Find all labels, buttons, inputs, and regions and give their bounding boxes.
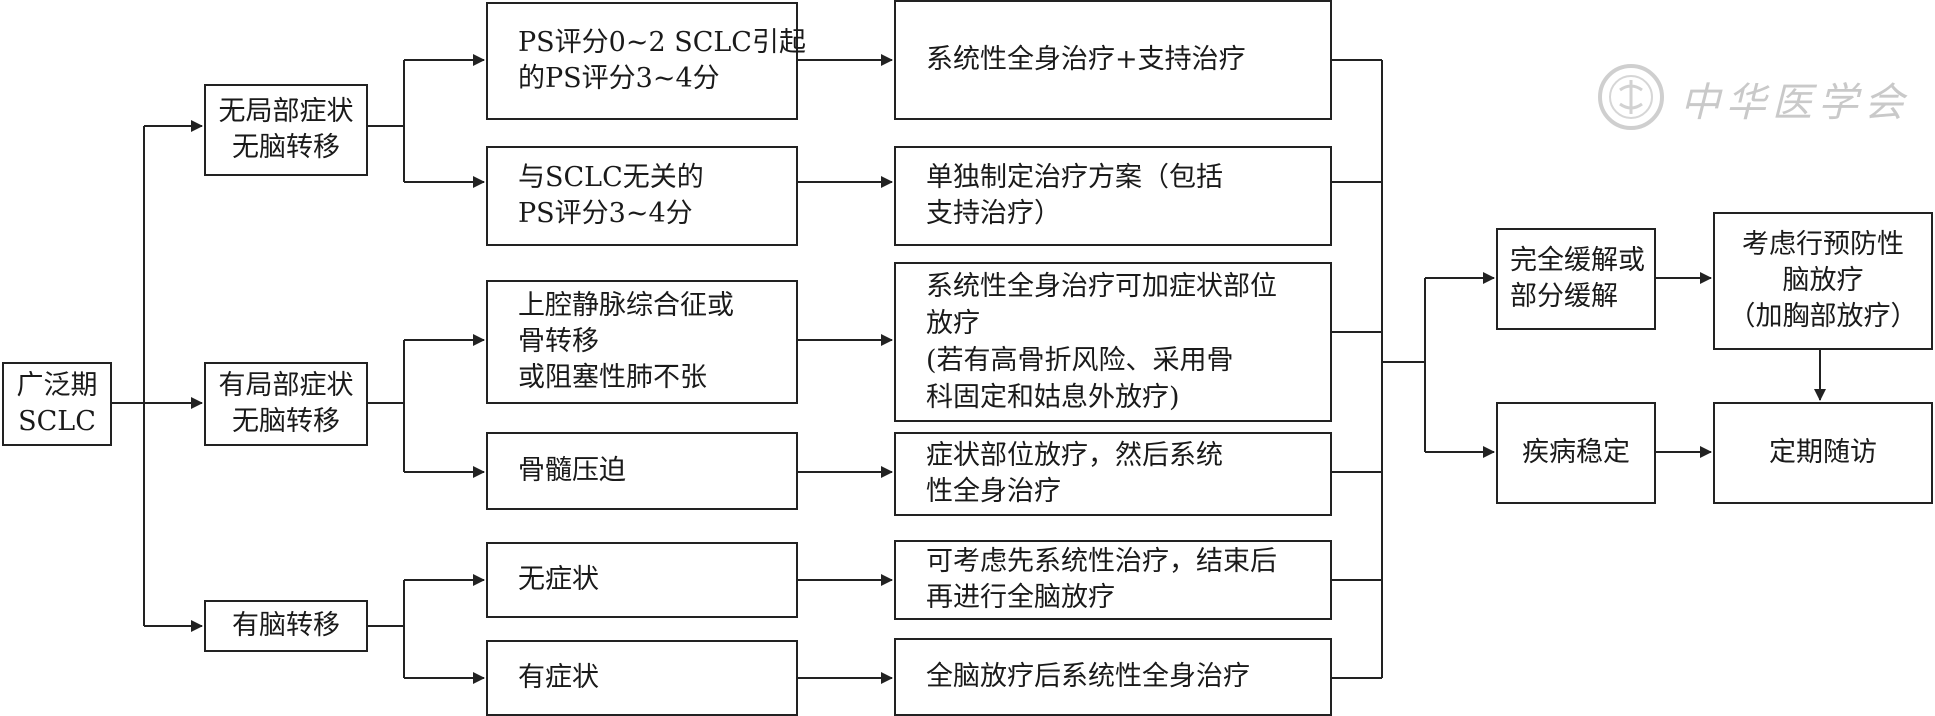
node-line: 性全身治疗 [926, 476, 1061, 507]
node-line: 骨转移 [518, 326, 599, 357]
treatment-systemic-then-brain-rt-node: 可考虑先系统性治疗，结束后 再进行全脑放疗 [894, 540, 1332, 620]
node-line: 无脑转移 [232, 132, 340, 163]
treatment-systemic-plus-rt-node: 系统性全身治疗可加症状部位 放疗 (若有高骨折风险、采用骨 科固定和姑息外放疗) [894, 262, 1332, 422]
next-followup-node: 定期随访 [1713, 402, 1933, 504]
node-line: 的PS评分3~4分 [518, 63, 720, 94]
condition-ps-3-4-node: 与SCLC无关的 PS评分3~4分 [486, 146, 798, 246]
watermark-text: 中华医学会 [1680, 80, 1910, 126]
condition-spinal-compression-node: 骨髓压迫 [486, 432, 798, 510]
local-symptoms-node: 有局部症状 无脑转移 [204, 362, 368, 446]
node-line: 骨髓压迫 [518, 455, 626, 486]
condition-ps-0-2-node: PS评分0~2 SCLC引起 的PS评分3~4分 [486, 2, 806, 120]
node-line: 上腔静脉综合征或 [518, 290, 734, 321]
node-line: 有局部症状 [218, 370, 354, 401]
treatment-individual-plan-node: 单独制定治疗方案（包括 支持治疗） [894, 146, 1332, 246]
node-line: 无症状 [518, 564, 599, 595]
watermark-logo: 中华医学会 [1590, 58, 1930, 138]
node-line: 症状部位放疗，然后系统 [926, 440, 1223, 471]
node-line: PS评分0~2 SCLC引起 [518, 27, 806, 58]
root-node: 广泛期 SCLC [2, 362, 112, 446]
node-line: 系统性全身治疗可加症状部位 [926, 271, 1277, 302]
node-line: 单独制定治疗方案（包括 [926, 162, 1223, 193]
node-line: PS评分3~4分 [518, 198, 693, 229]
root-node-line: 广泛期 [16, 370, 98, 401]
node-line: 与SCLC无关的 [518, 162, 704, 193]
node-line: 脑放疗 [1782, 265, 1864, 296]
condition-symptomatic-node: 有症状 [486, 640, 798, 716]
node-line: 考虑行预防性 [1742, 229, 1904, 260]
node-line: 部分缓解 [1510, 281, 1618, 312]
next-pci-node: 考虑行预防性 脑放疗 （加胸部放疗） [1713, 212, 1933, 350]
no-local-symptoms-node: 无局部症状 无脑转移 [204, 84, 368, 176]
outcome-stable-node: 疾病稳定 [1496, 402, 1656, 504]
node-line: 无脑转移 [232, 406, 340, 437]
node-line: 科固定和姑息外放疗) [926, 382, 1180, 413]
node-line: 无局部症状 [218, 96, 354, 127]
node-line: 疾病稳定 [1522, 437, 1630, 468]
node-line: 系统性全身治疗+支持治疗 [926, 44, 1246, 75]
node-line: 支持治疗） [926, 198, 1061, 229]
outcome-response-node: 完全缓解或 部分缓解 [1496, 228, 1656, 330]
node-line: 全脑放疗后系统性全身治疗 [926, 661, 1250, 692]
society-seal-icon [1598, 64, 1664, 130]
node-line: 完全缓解或 [1510, 245, 1645, 276]
brain-metastasis-node: 有脑转移 [204, 600, 368, 652]
node-line: 有脑转移 [232, 610, 340, 641]
node-line: 或阻塞性肺不张 [518, 362, 707, 393]
treatment-rt-then-systemic-node: 症状部位放疗，然后系统 性全身治疗 [894, 432, 1332, 516]
treatment-systemic-support-node: 系统性全身治疗+支持治疗 [894, 0, 1332, 120]
condition-asymptomatic-node: 无症状 [486, 542, 798, 618]
node-line: （加胸部放疗） [1728, 301, 1918, 332]
node-line: 有症状 [518, 662, 599, 693]
node-line: 可考虑先系统性治疗，结束后 [926, 546, 1277, 577]
node-line: 定期随访 [1769, 437, 1877, 468]
node-line: (若有高骨折风险、采用骨 [926, 345, 1234, 376]
node-line: 放疗 [926, 308, 980, 339]
node-line: 再进行全脑放疗 [926, 582, 1115, 613]
treatment-brain-rt-then-systemic-node: 全脑放疗后系统性全身治疗 [894, 638, 1332, 716]
root-node-line: SCLC [18, 406, 96, 437]
condition-svc-syndrome-node: 上腔静脉综合征或 骨转移 或阻塞性肺不张 [486, 280, 798, 404]
